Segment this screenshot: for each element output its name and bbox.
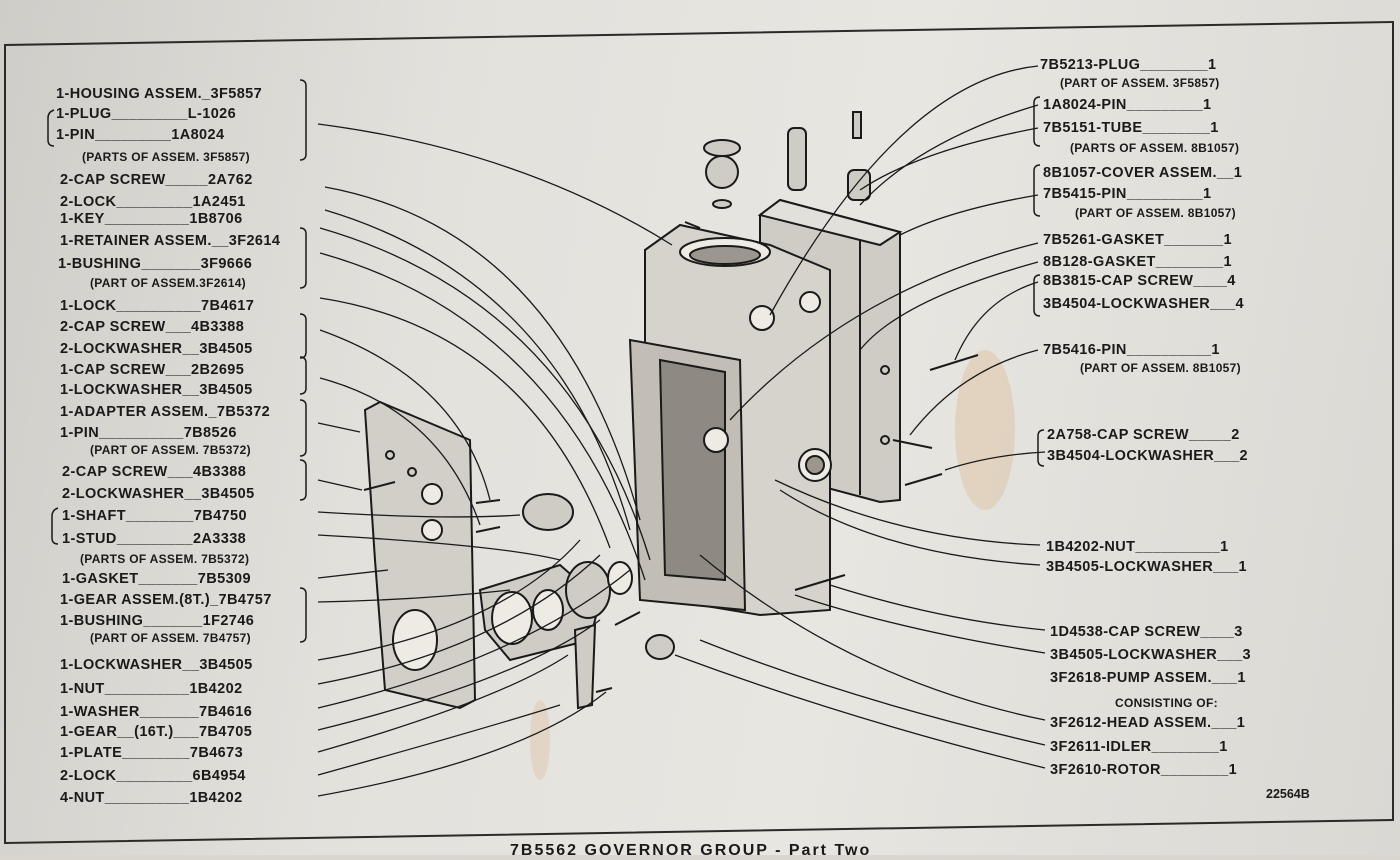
left-part-label: 1-PIN_________1A8024 [56, 127, 225, 143]
left-part-label: 1-BUSHING_______3F9666 [58, 256, 253, 272]
right-part-label: (PARTS OF ASSEM. 8B1057) [1070, 141, 1240, 155]
governor-housing [628, 223, 832, 617]
right-part-label: 1A8024-PIN_________1 [1043, 97, 1212, 113]
left-part-label: (PART OF ASSEM.3F2614) [90, 276, 246, 290]
right-part-label: 7B5415-PIN_________1 [1043, 186, 1212, 202]
right-part-label: 7B5416-PIN__________1 [1043, 342, 1220, 358]
right-part-label: 7B5213-PLUG________1 [1040, 57, 1217, 73]
left-part-label: 1-LOCKWASHER__3B4505 [60, 657, 253, 673]
left-part-label: 1-NUT__________1B4202 [60, 681, 243, 697]
left-part-label: 2-LOCKWASHER__3B4505 [60, 341, 253, 357]
drawing-number: 22564B [1266, 787, 1310, 801]
left-part-label: 1-BUSHING_______1F2746 [60, 613, 255, 629]
right-part-label: 8B1057-COVER ASSEM.__1 [1043, 165, 1243, 181]
left-part-label: (PARTS OF ASSEM. 7B5372) [80, 552, 250, 566]
right-part-label: 3B4505-LOCKWASHER___3 [1050, 647, 1251, 663]
left-part-label: 2-CAP SCREW___4B3388 [62, 464, 247, 480]
right-part-label: 7B5261-GASKET_______1 [1043, 232, 1232, 248]
page-caption: 7B5562 GOVERNOR GROUP - Part Two [510, 842, 872, 859]
left-part-label: 1-SHAFT________7B4750 [62, 508, 247, 524]
left-part-label: 1-STUD_________2A3338 [62, 531, 247, 547]
left-part-label: (PARTS OF ASSEM. 3F5857) [82, 150, 250, 164]
left-part-label: 2-CAP SCREW___4B3388 [60, 319, 245, 335]
left-part-label: 1-GEAR__(16T.)___7B4705 [60, 724, 253, 740]
left-part-label: 2-LOCK_________1A2451 [60, 194, 246, 210]
stain [530, 700, 550, 780]
right-part-label: 3B4504-LOCKWASHER___4 [1043, 296, 1244, 312]
right-part-label: 2A758-CAP SCREW_____2 [1047, 427, 1240, 443]
left-part-label: 2-LOCKWASHER__3B4505 [62, 486, 255, 502]
adapter-plate [363, 400, 477, 710]
left-part-label: 1-PLUG_________L-1026 [56, 106, 237, 122]
leader-lines [317, 65, 1046, 797]
right-part-label: 1B4202-NUT__________1 [1046, 539, 1229, 555]
right-part-label: 3F2610-ROTOR________1 [1050, 762, 1238, 778]
left-part-label: 1-KEY__________1B8706 [60, 211, 243, 227]
right-part-label: (PART OF ASSEM. 8B1057) [1075, 206, 1236, 220]
label-brackets [47, 79, 1045, 643]
left-part-label: (PART OF ASSEM. 7B4757) [90, 631, 251, 645]
left-part-label: 1-CAP SCREW___2B2695 [60, 362, 245, 378]
right-part-label: 3F2618-PUMP ASSEM.___1 [1050, 670, 1246, 686]
right-part-label: 1D4538-CAP SCREW____3 [1050, 624, 1243, 640]
left-part-label: 1-GASKET_______7B5309 [62, 571, 251, 587]
right-part-label: (PART OF ASSEM. 8B1057) [1080, 361, 1241, 375]
left-part-label: 1-ADAPTER ASSEM._7B5372 [60, 404, 271, 420]
right-part-label: 8B3815-CAP SCREW____4 [1043, 273, 1236, 289]
left-part-label: 1-PLATE________7B4673 [60, 745, 244, 761]
left-part-label: 4-NUT__________1B4202 [60, 790, 243, 806]
right-part-label: CONSISTING OF: [1115, 696, 1218, 710]
left-part-label: 1-GEAR ASSEM.(8T.)_7B4757 [60, 592, 272, 608]
left-part-label: 2-LOCK_________6B4954 [60, 768, 246, 784]
stain [955, 350, 1015, 510]
right-part-label: 3F2612-HEAD ASSEM.___1 [1050, 715, 1246, 731]
top-small-parts [363, 111, 979, 693]
left-part-label: 1-PIN__________7B8526 [60, 425, 237, 441]
left-part-label: 1-LOCKWASHER__3B4505 [60, 382, 253, 398]
left-part-label: (PART OF ASSEM. 7B5372) [90, 443, 251, 457]
right-part-label: 3B4505-LOCKWASHER___1 [1046, 559, 1247, 575]
left-part-label: 2-CAP SCREW_____2A762 [60, 172, 253, 188]
right-part-label: 3F2611-IDLER________1 [1050, 739, 1228, 755]
left-part-label: 1-HOUSING ASSEM._3F5857 [56, 86, 263, 102]
right-part-label: 8B128-GASKET________1 [1043, 254, 1232, 270]
right-part-label: 7B5151-TUBE________1 [1043, 120, 1219, 136]
left-part-label: 1-RETAINER ASSEM.__3F2614 [60, 233, 281, 249]
right-part-label: 3B4504-LOCKWASHER___2 [1047, 448, 1248, 464]
right-part-label: (PART OF ASSEM. 3F5857) [1060, 76, 1220, 90]
left-part-label: 1-WASHER_______7B4616 [60, 704, 253, 720]
left-part-label: 1-LOCK__________7B4617 [60, 298, 255, 314]
